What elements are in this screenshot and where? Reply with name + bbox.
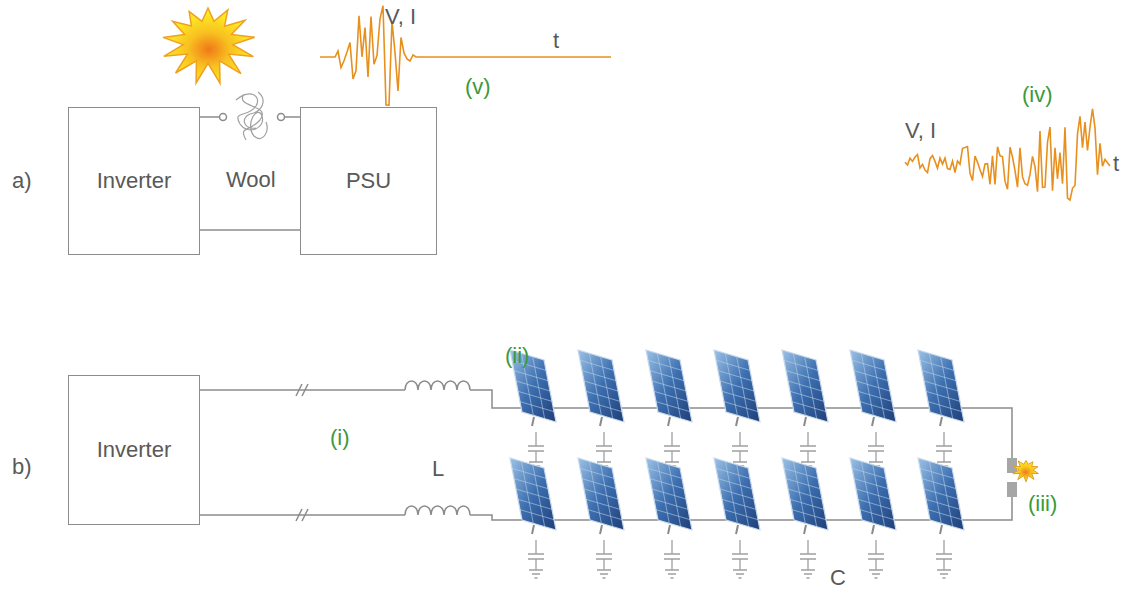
device-box: Inverter	[68, 107, 200, 255]
fault-contact	[1007, 482, 1017, 497]
axis-label: V, I	[905, 120, 936, 142]
capacitor-label: C	[830, 567, 846, 589]
callout-number: (i)	[330, 427, 350, 449]
device-box: PSU	[300, 107, 437, 255]
panel-letter: a)	[12, 170, 32, 192]
transient-waveform	[320, 6, 611, 105]
callout-number: (iii)	[1028, 493, 1057, 515]
pv-panels	[510, 350, 964, 578]
device-name: Inverter	[93, 166, 176, 196]
inductor-label: L	[432, 458, 444, 480]
arc-flash	[1013, 461, 1039, 482]
device-name: Inverter	[93, 435, 176, 465]
switch-contact	[220, 114, 227, 121]
device-name: PSU	[342, 166, 395, 196]
switch-contact	[278, 114, 285, 121]
inductor-symbol	[405, 381, 470, 515]
callout-number: (iv)	[1022, 84, 1053, 106]
axis-label: t	[553, 30, 559, 52]
steel-wool	[236, 92, 267, 140]
device-box: Inverter	[68, 375, 200, 525]
panel-letter: b)	[12, 456, 32, 478]
callout-number: (ii)	[505, 345, 529, 367]
callout-number: (v)	[465, 76, 491, 98]
noise-waveform	[905, 109, 1110, 200]
fault-contact	[1007, 458, 1017, 473]
axis-label: V, I	[385, 6, 416, 28]
arc-flash	[163, 8, 255, 83]
axis-label: t	[1113, 153, 1119, 175]
wire	[200, 229, 300, 231]
component-label: Wool	[226, 169, 276, 191]
